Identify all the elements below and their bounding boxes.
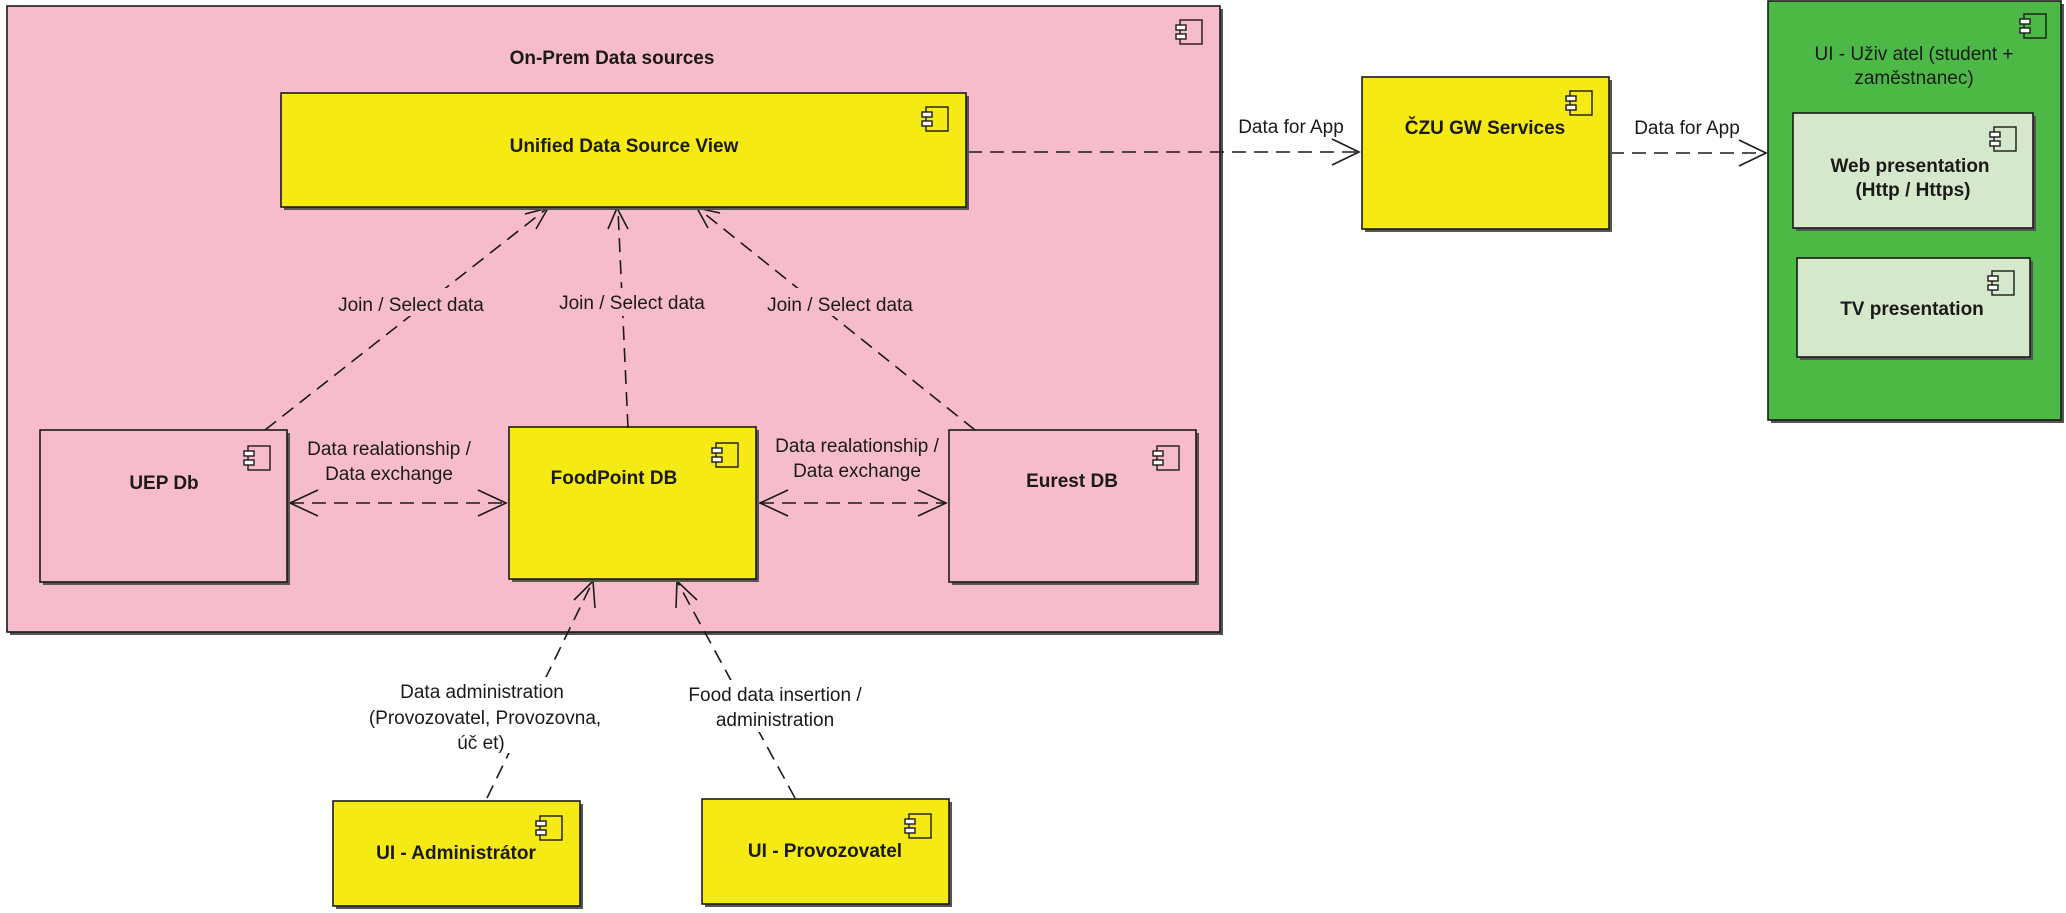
czu-gw-services-node[interactable]: ČZU GW Services	[1361, 76, 1612, 232]
arrowhead	[1331, 138, 1361, 166]
label-backgrounds-white	[355, 677, 874, 753]
edge-label-rel-right-2: Data exchange	[793, 461, 921, 482]
edge-label-join-left: Join / Select data	[338, 295, 484, 316]
unified-data-source-view-node[interactable]: Unified Data Source View	[280, 92, 969, 210]
eurest-db-node[interactable]: Eurest DB	[948, 429, 1199, 585]
provozovatel-box	[701, 798, 950, 905]
edge-label-food-2: administration	[716, 710, 834, 731]
edge-label-join-mid: Join / Select data	[559, 293, 705, 314]
foodpoint-db-node[interactable]: FoodPoint DB	[508, 426, 759, 582]
edge-label-food-1: Food data insertion /	[688, 685, 862, 706]
arrowhead	[477, 489, 508, 517]
edge-foodpoint-unified	[617, 209, 629, 429]
label-backgrounds	[294, 288, 952, 486]
arrowhead	[917, 489, 948, 517]
provozovatel-title: UI - Provozovatel	[748, 841, 902, 862]
connectors	[264, 138, 1768, 799]
admin-box	[332, 800, 581, 907]
edge-label-rel-left-1: Data realationship /	[307, 439, 471, 460]
tv-presentation-node[interactable]: TV presentation	[1796, 257, 2033, 360]
czu-title: ČZU GW Services	[1405, 117, 1566, 139]
uep-title: UEP Db	[129, 473, 198, 494]
edge-label-app-1: Data for App	[1238, 117, 1344, 138]
web-title-line1: Web presentation	[1830, 156, 1989, 177]
edge-label-rel-left-2: Data exchange	[325, 464, 453, 485]
ui-user-title-line1: UI - Uživ atel (student +	[1814, 44, 2013, 65]
unified-title: Unified Data Source View	[510, 136, 739, 157]
edge-label-admin-1: Data administration	[400, 682, 564, 703]
admin-title: UI - Administrátor	[376, 843, 536, 864]
edge-label-rel-right-1: Data realationship /	[775, 436, 939, 457]
on-prem-title: On-Prem Data sources	[510, 48, 715, 69]
ui-administrator-node[interactable]: UI - Administrátor	[332, 800, 583, 909]
web-title-line2: (Http / Https)	[1855, 180, 1970, 201]
unified-box	[280, 92, 967, 208]
ui-provozovatel-node[interactable]: UI - Provozovatel	[701, 798, 952, 907]
web-box	[1792, 112, 2034, 229]
edge-label-app-2: Data for App	[1634, 118, 1740, 139]
edge-labels: Join / Select data Join / Select data Jo…	[307, 117, 1740, 754]
web-presentation-node[interactable]: Web presentation (Http / Https)	[1792, 112, 2036, 231]
arrowhead	[1738, 139, 1768, 167]
czu-box	[1361, 76, 1610, 230]
edge-label-admin-2: (Provozovatel, Provozovna,	[369, 708, 601, 729]
ui-user-title-line2: zaměstnanec)	[1854, 68, 1973, 89]
edge-label-admin-3: úč et)	[457, 733, 505, 754]
uep-db-node[interactable]: UEP Db	[39, 429, 290, 585]
arrowhead	[758, 489, 789, 517]
edge-uep-unified	[264, 209, 546, 431]
foodpoint-title: FoodPoint DB	[551, 468, 678, 489]
edge-label-join-right: Join / Select data	[767, 295, 913, 316]
tv-title: TV presentation	[1840, 299, 1984, 320]
edge-eurest-unified	[699, 209, 976, 431]
tv-box	[1796, 257, 2031, 358]
eurest-title: Eurest DB	[1026, 471, 1118, 492]
